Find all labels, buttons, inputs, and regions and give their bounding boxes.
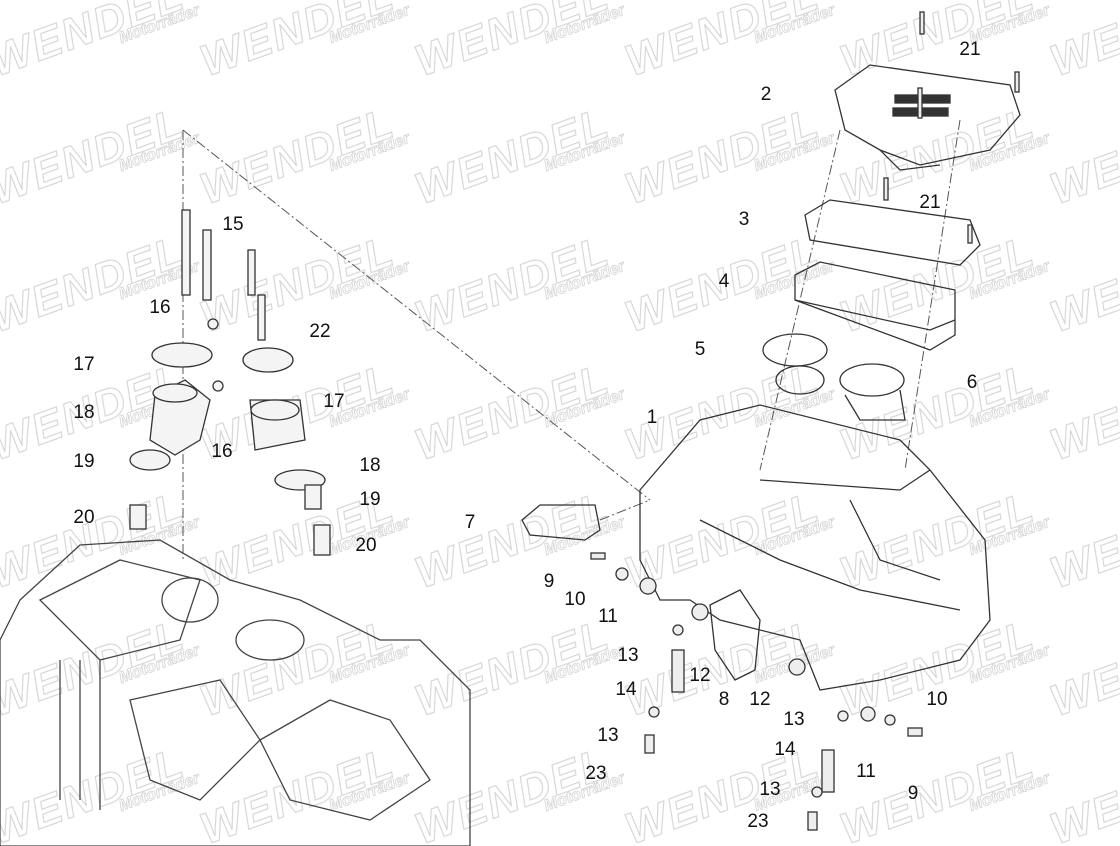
part-callout: 23 bbox=[585, 763, 607, 784]
part-callout: 20 bbox=[355, 535, 377, 556]
part-callout: 16 bbox=[211, 441, 233, 462]
part-callout: 8 bbox=[718, 689, 730, 710]
intake-duct-8 bbox=[709, 589, 761, 681]
part-callout: 17 bbox=[323, 391, 345, 412]
part-callout: 9 bbox=[543, 571, 555, 592]
part-callout: 23 bbox=[747, 811, 769, 832]
part-callout: 21 bbox=[959, 39, 981, 60]
part-callout: 20 bbox=[73, 507, 95, 528]
part-callout: 4 bbox=[718, 271, 730, 292]
throttle-parts-left bbox=[129, 209, 331, 556]
part-callout: 14 bbox=[615, 679, 637, 700]
fasteners-right bbox=[590, 11, 1020, 831]
part-callout: 5 bbox=[694, 339, 706, 360]
part-callout: 14 bbox=[774, 739, 796, 760]
part-callout: 16 bbox=[149, 297, 171, 318]
part-callout: 19 bbox=[73, 451, 95, 472]
engine-block bbox=[0, 539, 471, 846]
part-callout: 13 bbox=[597, 725, 619, 746]
part-callout: 10 bbox=[564, 589, 586, 610]
part-callout: 7 bbox=[464, 512, 476, 533]
part-callout: 11 bbox=[856, 761, 876, 782]
intake-duct-7 bbox=[521, 504, 601, 541]
part-callout: 2 bbox=[760, 84, 772, 105]
part-callout: 18 bbox=[359, 455, 381, 476]
air-box-cover bbox=[834, 64, 1021, 171]
intake-rubber-5 bbox=[762, 333, 828, 395]
part-callout: 12 bbox=[689, 665, 711, 686]
dash-dot-assembly-lines bbox=[182, 119, 961, 560]
part-callout: 3 bbox=[738, 209, 750, 230]
part-callout: 9 bbox=[907, 783, 919, 804]
part-callout: 13 bbox=[759, 779, 781, 800]
part-callout: 21 bbox=[919, 192, 941, 213]
air-filter bbox=[794, 261, 956, 351]
part-callout: 1 bbox=[646, 407, 658, 428]
part-callout: 12 bbox=[749, 689, 771, 710]
filter-frame bbox=[804, 199, 981, 266]
part-callout: 19 bbox=[359, 489, 381, 510]
part-callout: 15 bbox=[222, 214, 244, 235]
intake-rubber-6 bbox=[839, 363, 906, 421]
air-box-body bbox=[639, 404, 991, 691]
part-callout: 17 bbox=[73, 354, 95, 375]
part-callout: 11 bbox=[598, 606, 618, 627]
part-callout: 10 bbox=[926, 689, 948, 710]
part-callout: 6 bbox=[966, 372, 978, 393]
part-callout: 22 bbox=[309, 321, 331, 342]
part-callout: 13 bbox=[617, 645, 639, 666]
part-callout: 18 bbox=[73, 402, 95, 423]
part-callout: 13 bbox=[783, 709, 805, 730]
